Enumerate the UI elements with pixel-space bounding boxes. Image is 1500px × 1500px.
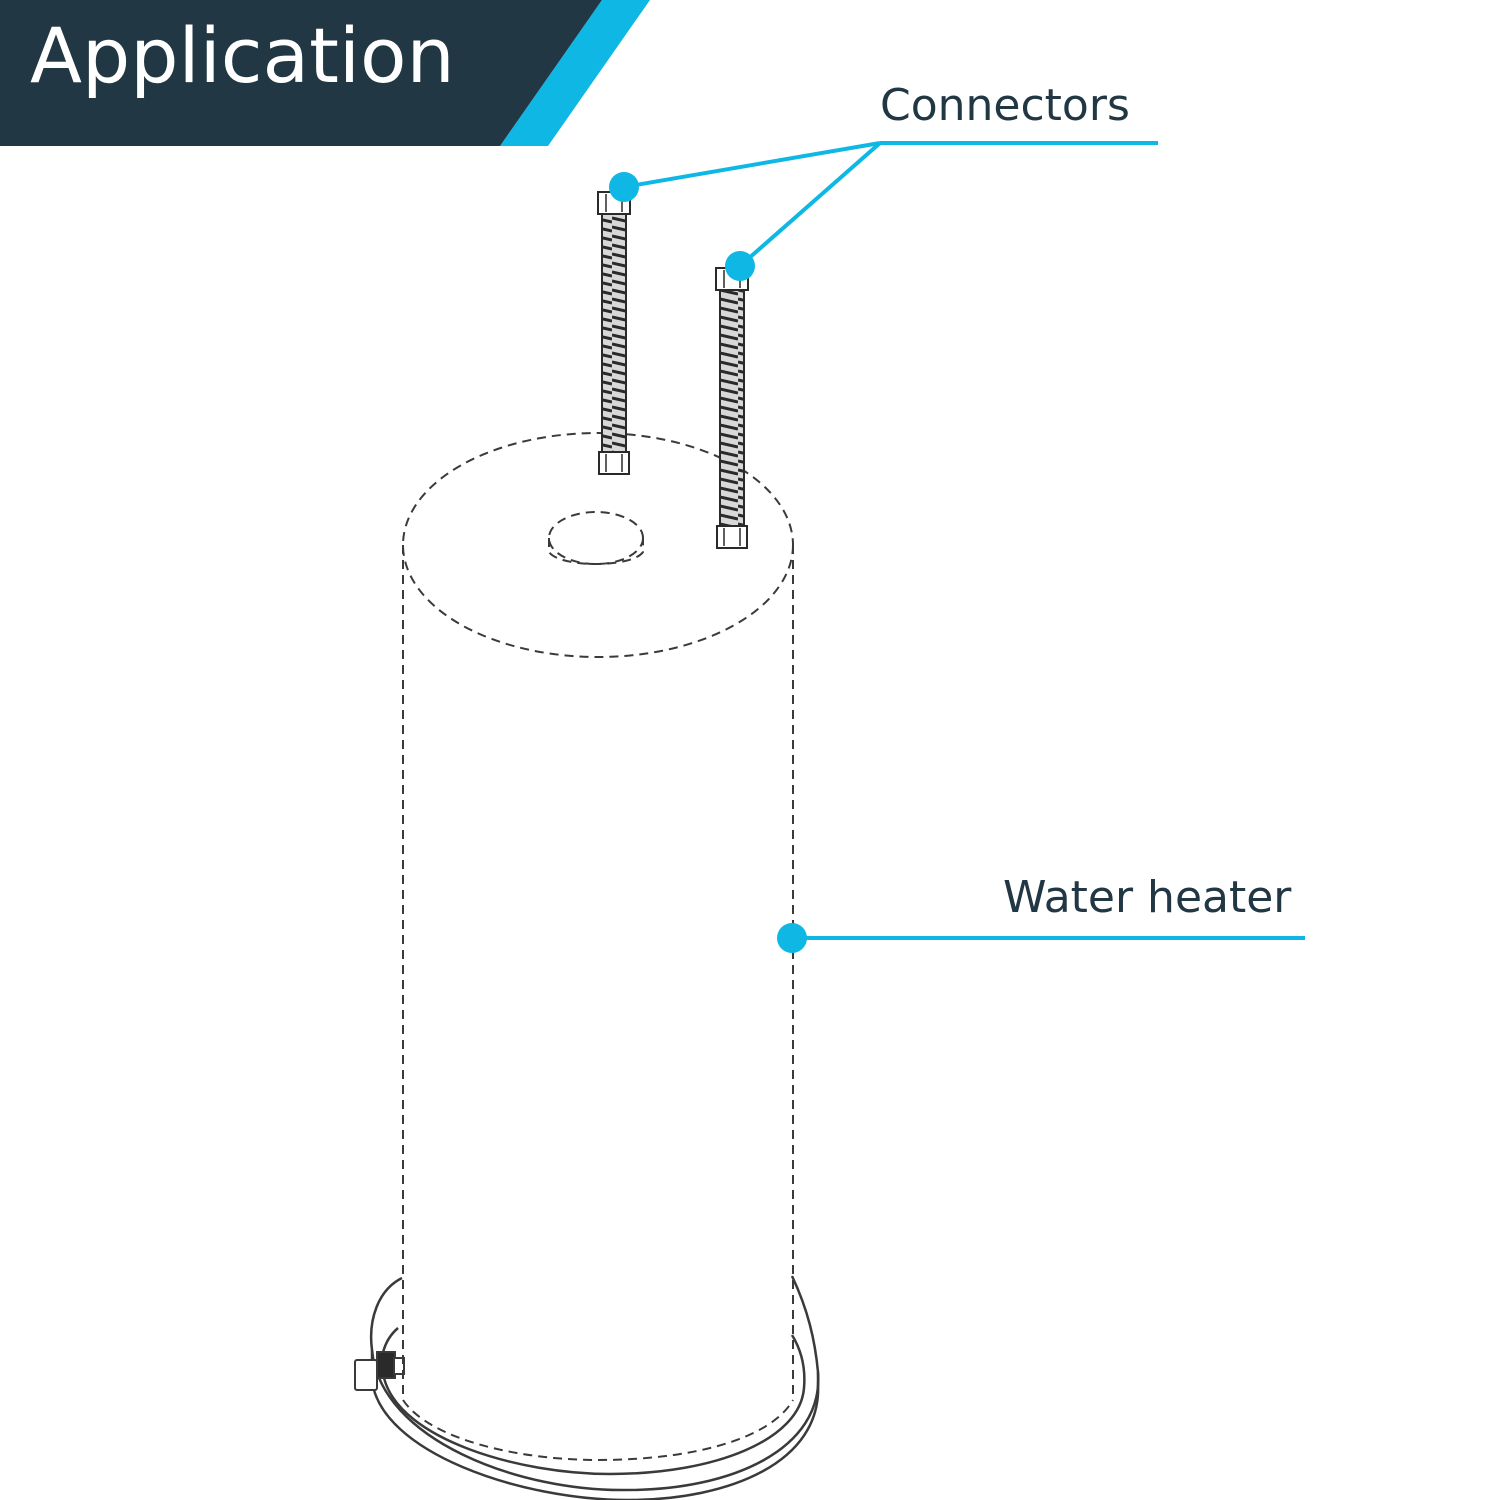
connectors-callout [623, 141, 1158, 268]
water-heater-body [402, 432, 794, 1462]
connectors-label: Connectors [880, 80, 1130, 131]
drain-valve [354, 1351, 405, 1391]
connector-left-callout-dot [609, 172, 639, 202]
header-title: Application [30, 11, 455, 100]
water-heater-label: Water heater [1003, 872, 1292, 923]
header-accent-stripe [500, 0, 650, 146]
water-heater-callout-dot [777, 923, 807, 953]
drain-pan [369, 1275, 820, 1500]
connector-right-callout-dot [725, 251, 755, 281]
header-dark-block [0, 0, 602, 146]
connector-right [715, 267, 749, 549]
header-banner [0, 0, 650, 146]
connector-left [597, 191, 631, 475]
